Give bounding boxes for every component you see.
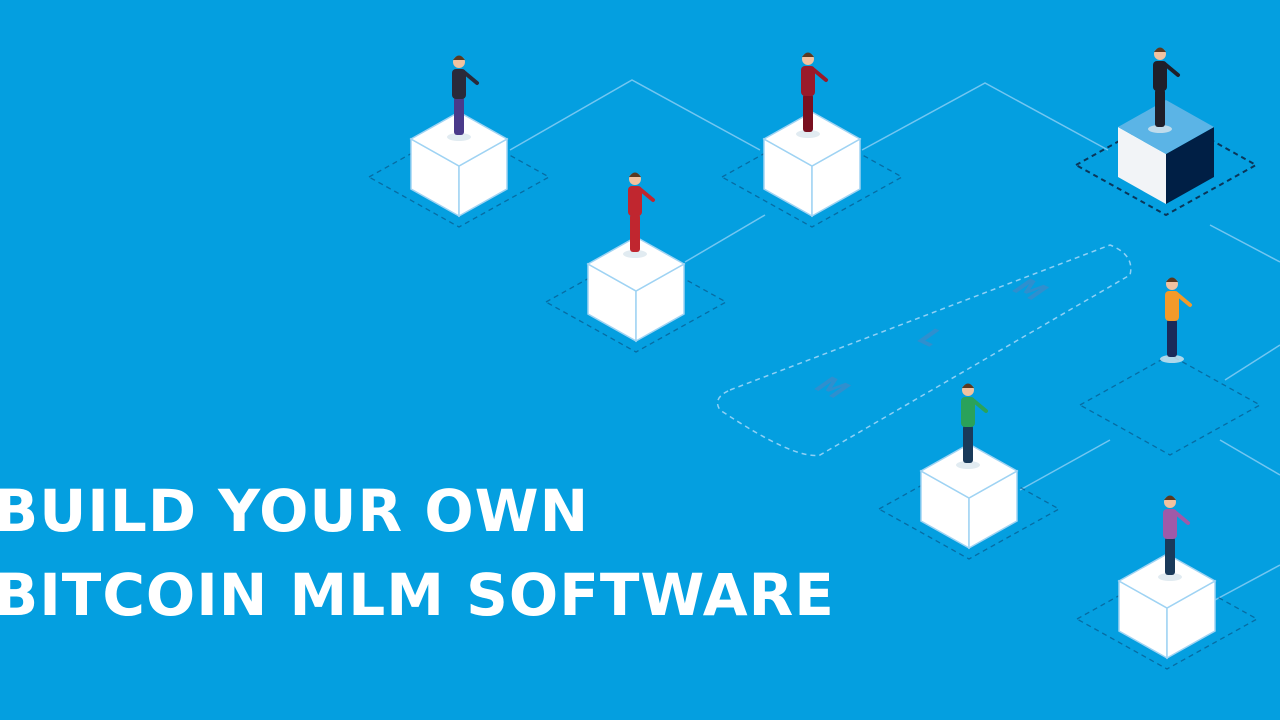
- connector-line: [1214, 564, 1280, 601]
- person-hair: [1166, 277, 1178, 282]
- connector-line: [684, 214, 766, 263]
- person-shadow: [1158, 573, 1182, 581]
- dashed-platform: [545, 251, 727, 353]
- person-figure: [623, 172, 655, 258]
- cube-top-face: [919, 443, 1019, 499]
- person-shadow: [956, 461, 980, 469]
- person-legs: [454, 97, 464, 135]
- person-legs: [1167, 319, 1177, 357]
- person-figure: [956, 383, 988, 469]
- headline-line-1: BUILD YOUR OWN: [0, 477, 590, 545]
- person-legs: [1155, 89, 1165, 127]
- person-hair: [1154, 47, 1166, 52]
- person-arm: [972, 399, 988, 413]
- person-hair: [962, 383, 974, 388]
- person-torso: [1165, 291, 1179, 321]
- person-arm: [1164, 63, 1180, 77]
- connector-line: [1219, 439, 1280, 476]
- person-torso: [1153, 61, 1167, 91]
- person-legs: [630, 214, 640, 252]
- dashed-platform: [1076, 568, 1258, 670]
- person-shadow: [1160, 355, 1184, 363]
- person-figure: [447, 55, 479, 141]
- person-figure: [1160, 277, 1192, 363]
- platform-letter-m2: M: [806, 372, 858, 403]
- cube-top-face: [762, 111, 862, 167]
- platform-letter-l: L: [909, 324, 953, 351]
- person-shadow: [623, 250, 647, 258]
- connector-line: [509, 79, 761, 151]
- person-hair: [1164, 495, 1176, 500]
- dashed-platform: [1075, 114, 1257, 216]
- person-legs: [963, 425, 973, 463]
- dashed-platforms: [368, 114, 1261, 670]
- person-arm: [1174, 511, 1190, 525]
- cube: [762, 111, 862, 218]
- mlm-platform: M L M: [716, 244, 1132, 457]
- person-shadow: [447, 133, 471, 141]
- person-figure: [1158, 495, 1190, 581]
- person-figure: [796, 52, 828, 138]
- cube: [1117, 553, 1217, 660]
- person-hair: [802, 52, 814, 57]
- dashed-platform: [721, 126, 903, 228]
- person-torso: [1163, 509, 1177, 539]
- person-legs: [1165, 537, 1175, 575]
- cube: [586, 236, 686, 343]
- connector-line: [1019, 439, 1111, 491]
- cube-top-face: [586, 236, 686, 292]
- connector-lines: [509, 79, 1280, 601]
- people: [447, 47, 1192, 581]
- person-hair: [629, 172, 641, 177]
- person-hair: [453, 55, 465, 60]
- cube-left-face: [1118, 127, 1166, 204]
- person-legs: [803, 94, 813, 132]
- cubes: [409, 100, 1217, 660]
- person-arm: [639, 188, 655, 202]
- person-torso: [452, 69, 466, 99]
- person-shadow: [796, 130, 820, 138]
- cube: [919, 443, 1019, 550]
- headline-line-2: BITCOIN MLM SOFTWARE: [0, 561, 835, 629]
- person-arm: [1176, 293, 1192, 307]
- person-torso: [628, 186, 642, 216]
- mlm-dashed-platform: [716, 244, 1132, 457]
- connector-line: [1224, 344, 1280, 381]
- person-torso: [801, 66, 815, 96]
- person-arm: [463, 71, 479, 85]
- connector-line: [861, 82, 1109, 151]
- highlighted-cube: [1118, 100, 1214, 204]
- dashed-platform: [368, 126, 550, 228]
- person-figure: [1148, 47, 1180, 133]
- connector-line: [1209, 224, 1280, 263]
- dashed-platform: [1079, 354, 1261, 456]
- cube-top-face: [1117, 553, 1217, 609]
- person-torso: [961, 397, 975, 427]
- dashed-platform: [878, 458, 1060, 560]
- person-arm: [812, 68, 828, 82]
- platform-letter-m1: M: [1004, 274, 1056, 305]
- person-shadow: [1148, 125, 1172, 133]
- cube-right-face: [1166, 127, 1214, 204]
